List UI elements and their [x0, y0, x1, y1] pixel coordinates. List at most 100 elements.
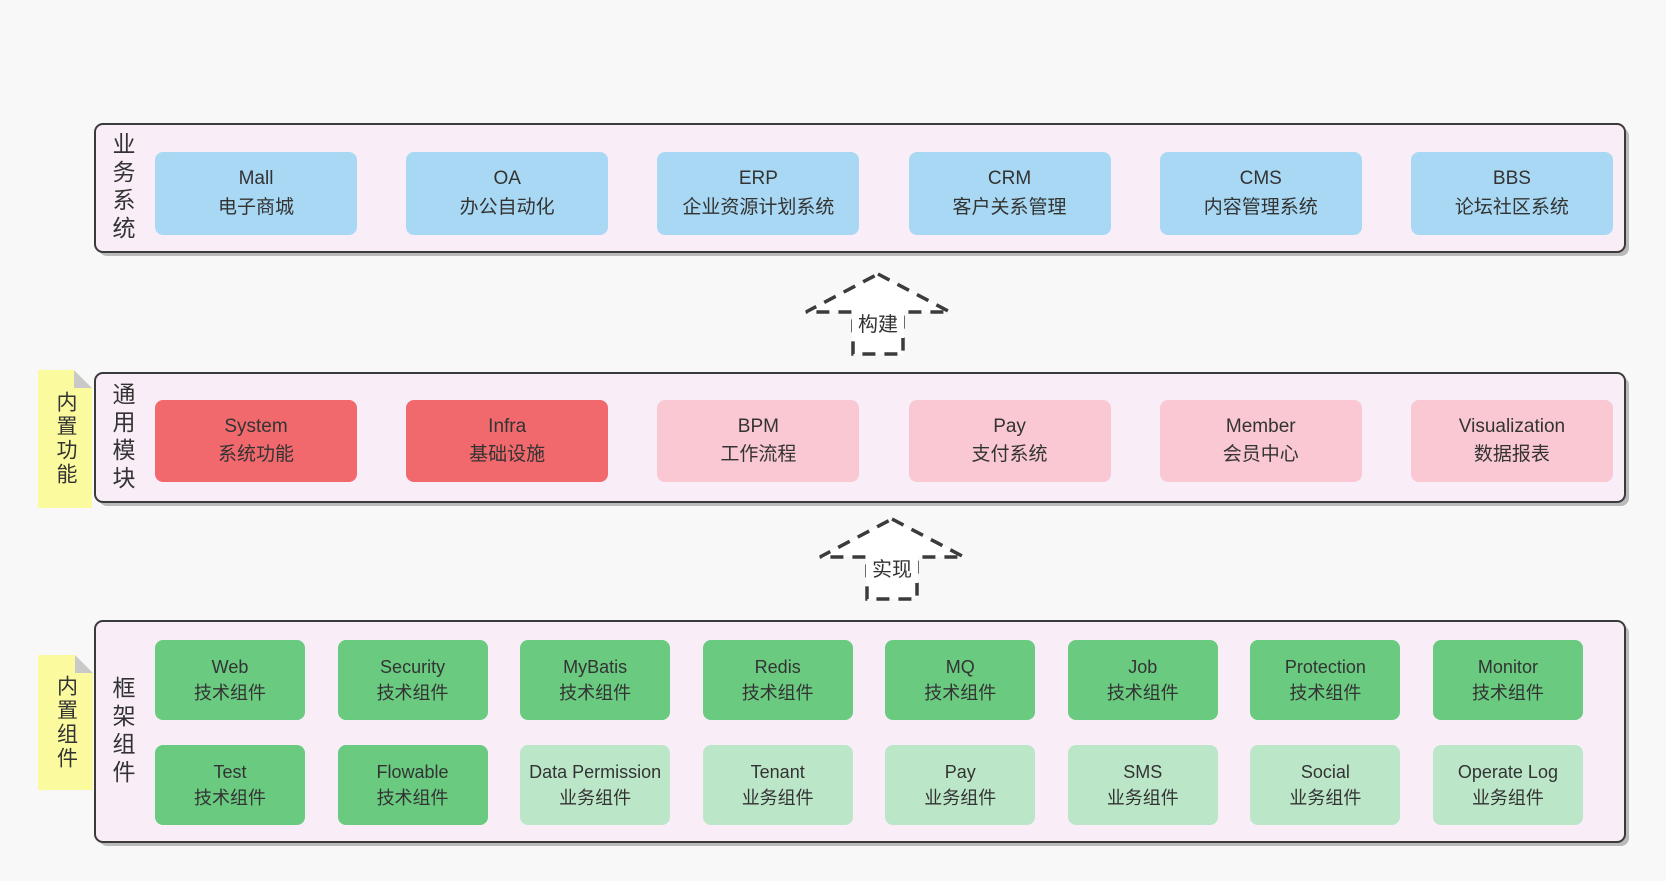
node-name: Operate Log	[1457, 761, 1558, 782]
common-modules-label: 通用模块	[109, 381, 135, 494]
build-arrow: 构建	[803, 272, 953, 356]
node-monitor: Monitor 技术组件	[1432, 640, 1583, 720]
common-modules-row: System 系统功能 Infra 基础设施 BPM 工作流程 Pay 支付系统…	[155, 400, 1613, 482]
node-bbs: BBS 论坛社区系统	[1410, 152, 1613, 235]
node-test: Test 技术组件	[155, 745, 305, 825]
framework-components-row-1: Web 技术组件 Security 技术组件 MyBatis 技术组件 Redi…	[155, 640, 1583, 720]
node-name: Flowable	[376, 761, 449, 782]
node-name: CRM	[987, 168, 1032, 189]
folded-corner-icon	[75, 655, 93, 673]
build-arrow-label: 构建	[858, 313, 898, 336]
node-name: Mall	[238, 168, 274, 189]
node-name: Tenant	[750, 761, 805, 782]
node-data-permission: Data Permission 业务组件	[520, 745, 671, 825]
node-member: Member 会员中心	[1159, 400, 1362, 482]
node-name: BBS	[1492, 168, 1531, 189]
up-arrow-icon: 实现	[819, 517, 965, 601]
node-security: Security 技术组件	[337, 640, 488, 720]
node-mybatis: MyBatis 技术组件	[520, 640, 671, 720]
business-systems-label: 业务系统	[109, 132, 135, 244]
up-arrow-icon: 构建	[805, 272, 951, 356]
node-name: Test	[213, 761, 247, 782]
node-desc: 技术组件	[1289, 683, 1362, 703]
node-name: Protection	[1284, 656, 1366, 677]
node-desc: 论坛社区系统	[1454, 196, 1569, 218]
node-mall: Mall 电子商城	[155, 152, 357, 235]
node-name: Data Permission	[529, 761, 662, 782]
node-name: Redis	[754, 656, 801, 677]
node-desc: 业务组件	[741, 788, 814, 808]
sticky-built-in-components-label: 内置组件	[54, 674, 78, 771]
node-name: OA	[493, 168, 521, 189]
node-name: Social	[1300, 761, 1350, 782]
node-desc: 技术组件	[1106, 683, 1179, 703]
node-desc: 业务组件	[1289, 788, 1362, 808]
node-desc: 基础设施	[469, 444, 546, 465]
node-desc: 技术组件	[924, 683, 997, 703]
node-desc: 会员中心	[1222, 444, 1299, 465]
node-name: Pay	[944, 761, 976, 782]
common-modules-container: 通用模块 System 系统功能 Infra 基础设施 BPM 工作流程 Pay…	[94, 372, 1626, 503]
node-sms: SMS 业务组件	[1067, 745, 1218, 825]
node-pay-biz: Pay 业务组件	[885, 745, 1036, 825]
node-cms: CMS 内容管理系统	[1159, 152, 1362, 235]
node-system: System 系统功能	[155, 400, 357, 482]
node-mq: MQ 技术组件	[885, 640, 1036, 720]
framework-components-container: 框架组件 Web 技术组件 Security 技术组件 MyBatis 技术组件…	[94, 620, 1626, 843]
node-desc: 技术组件	[741, 683, 814, 703]
node-pay: Pay 支付系统	[908, 400, 1111, 482]
sticky-built-in-features-label: 内置功能	[54, 391, 77, 487]
node-desc: 技术组件	[194, 683, 266, 703]
node-crm: CRM 客户关系管理	[908, 152, 1111, 235]
node-desc: 业务组件	[924, 788, 997, 808]
node-name: System	[224, 415, 288, 437]
node-name: SMS	[1123, 761, 1163, 782]
node-name: MyBatis	[563, 656, 628, 677]
node-web: Web 技术组件	[155, 640, 305, 720]
node-desc: 客户关系管理	[952, 196, 1067, 218]
node-name: ERP	[738, 168, 778, 189]
framework-components-label: 框架组件	[109, 675, 135, 788]
node-job: Job 技术组件	[1067, 640, 1218, 720]
node-visualization: Visualization 数据报表	[1410, 400, 1613, 482]
node-name: CMS	[1239, 168, 1282, 189]
node-desc: 技术组件	[194, 788, 266, 808]
sticky-built-in-features: 内置功能	[38, 370, 92, 508]
node-name: Security	[380, 656, 446, 677]
node-desc: 支付系统	[971, 444, 1048, 465]
node-desc: 工作流程	[720, 444, 797, 465]
implement-arrow: 实现	[817, 517, 967, 601]
sticky-built-in-components: 内置组件	[38, 655, 93, 790]
implement-arrow-label: 实现	[872, 558, 912, 581]
business-systems-row: Mall 电子商城 OA 办公自动化 ERP 企业资源计划系统 CRM 客户关系…	[155, 152, 1613, 235]
node-desc: 数据报表	[1473, 444, 1550, 465]
node-flowable: Flowable 技术组件	[337, 745, 488, 825]
node-bpm: BPM 工作流程	[657, 400, 860, 482]
node-name: Infra	[488, 415, 527, 437]
folded-corner-icon	[74, 370, 92, 388]
node-tenant: Tenant 业务组件	[702, 745, 853, 825]
node-desc: 技术组件	[559, 683, 632, 703]
node-desc: 内容管理系统	[1203, 196, 1318, 218]
node-name: Pay	[993, 415, 1026, 437]
node-erp: ERP 企业资源计划系统	[657, 152, 860, 235]
node-operate-log: Operate Log 业务组件	[1432, 745, 1583, 825]
node-name: Visualization	[1458, 415, 1566, 437]
node-name: Monitor	[1477, 656, 1538, 677]
node-oa: OA 办公自动化	[406, 152, 609, 235]
framework-components-row-2: Test 技术组件 Flowable 技术组件 Data Permission …	[155, 745, 1583, 825]
node-desc: 业务组件	[559, 788, 632, 808]
node-social: Social 业务组件	[1250, 745, 1401, 825]
node-name: BPM	[737, 415, 779, 437]
node-name: Web	[211, 656, 249, 677]
node-name: Job	[1128, 656, 1158, 677]
node-infra: Infra 基础设施	[406, 400, 609, 482]
node-desc: 技术组件	[1471, 683, 1544, 703]
node-desc: 技术组件	[376, 788, 449, 808]
node-desc: 办公自动化	[459, 196, 555, 218]
node-desc: 系统功能	[217, 444, 294, 465]
business-systems-container: 业务系统 Mall 电子商城 OA 办公自动化 ERP 企业资源计划系统 CRM…	[94, 123, 1626, 253]
node-desc: 企业资源计划系统	[682, 196, 835, 218]
node-desc: 业务组件	[1106, 788, 1179, 808]
node-desc: 业务组件	[1471, 788, 1544, 808]
